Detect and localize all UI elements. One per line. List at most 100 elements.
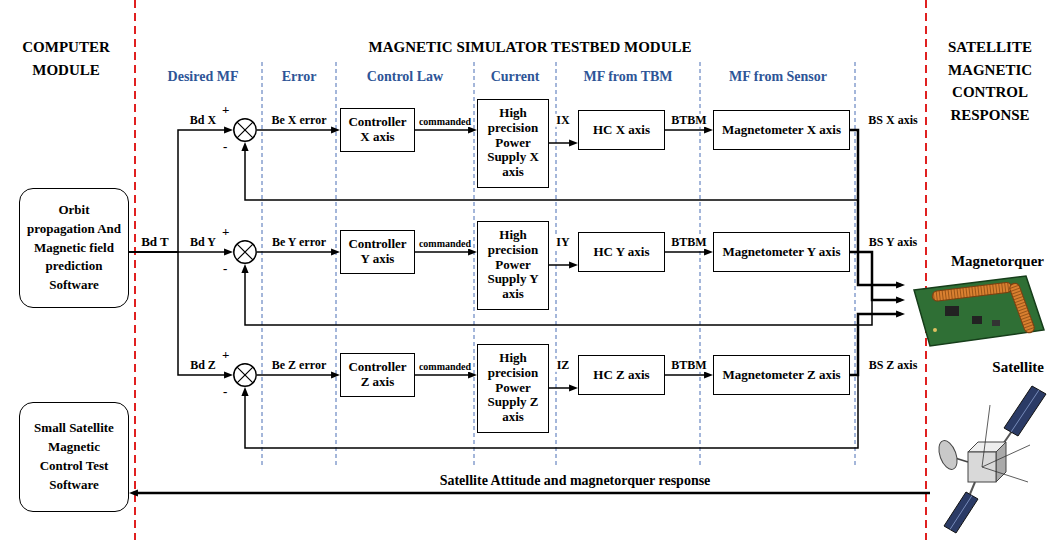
column-divider (855, 62, 856, 465)
signal-label: Be X error (269, 114, 328, 127)
signal-label: Bd Y (188, 236, 218, 249)
controller-box: Controller Y axis (340, 230, 415, 274)
body-axis (982, 445, 1030, 467)
satellite-node: Satellite (930, 358, 1048, 536)
signal-line (665, 251, 709, 253)
signal-label: commanded (417, 361, 473, 372)
software-box: Small Satellite Magnetic Control Test So… (19, 402, 129, 512)
signal-label: Bd T (141, 235, 169, 249)
signal-line (257, 129, 336, 131)
summing-circle (234, 119, 256, 141)
coil-box: HC X axis (578, 110, 665, 150)
signal-label: Bd Z (188, 359, 218, 372)
signal-line (850, 252, 901, 300)
software-box: Orbit propagation And Magnetic field pre… (19, 188, 129, 308)
module-divider (925, 0, 927, 540)
magnetometer-box: Magnetometer X axis (713, 110, 850, 150)
signal-label: BS Z axis (867, 359, 920, 372)
sign-text: + (222, 225, 229, 238)
column-divider (336, 62, 337, 465)
module-divider (135, 0, 926, 540)
box-text: Small Satellite Magnetic Control Test So… (26, 419, 122, 494)
column-heading: MF from Sensor (729, 66, 827, 87)
chip (945, 306, 959, 316)
signal-line (415, 129, 473, 131)
summing-junction: +- (233, 118, 257, 142)
signal-line (415, 374, 473, 376)
box-text: High precision Power Supply Z axis (484, 351, 542, 426)
box-text: High precision Power Supply Y axis (484, 228, 542, 303)
signal-line (549, 264, 574, 266)
box-text: High precision Power Supply X axis (484, 106, 542, 181)
sign-text: + (222, 103, 229, 116)
signal-line (257, 374, 336, 376)
box-text: HC X axis (593, 123, 650, 138)
signal-label: commanded (417, 238, 473, 249)
column-divider (262, 62, 855, 465)
signal-label: commanded (417, 116, 473, 127)
signal-label: Be Z error (270, 359, 328, 372)
controller-box: Controller Z axis (340, 353, 415, 397)
box-text: Magnetometer X axis (722, 123, 841, 138)
box-text: Magnetometer Y axis (723, 245, 841, 260)
box-text: HC Z axis (593, 368, 649, 383)
summing-circle (233, 240, 257, 264)
picture-caption: Satellite (992, 358, 1044, 376)
box-text: Controller Z axis (347, 360, 408, 390)
coil (1008, 282, 1035, 334)
signal-line (549, 142, 574, 144)
summing-cross (237, 244, 253, 260)
signal-line (665, 374, 709, 376)
power-supply-box: High precision Power Supply Z axis (477, 344, 549, 433)
module-divider (134, 0, 136, 540)
signal-label: Bd X (188, 114, 218, 127)
summing-cross (237, 367, 253, 383)
body-axis (982, 467, 1028, 482)
module-heading: MAGNETIC SIMULATOR TESTBED MODULE (369, 36, 692, 59)
summing-circle (234, 241, 256, 263)
signal-label: BTBM (669, 359, 708, 372)
satellite-body (996, 442, 1006, 482)
magnetorquer-picture (914, 276, 1044, 346)
column-heading: Control Law (367, 66, 443, 87)
summing-cross (237, 122, 253, 138)
column-heading: Current (491, 66, 540, 87)
solar-panel (1004, 386, 1046, 436)
column-heading: Error (282, 66, 317, 87)
magnetometer-box: Magnetometer Y axis (713, 232, 850, 272)
panel-grid (950, 496, 972, 530)
coil-box: HC Z axis (578, 355, 665, 395)
strut (970, 482, 975, 494)
pad (933, 328, 937, 332)
column-divider (474, 62, 475, 465)
signal-label: BTBM (669, 236, 708, 249)
summing-junction: +- (233, 240, 257, 264)
power-supply-box: High precision Power Supply X axis (477, 99, 549, 188)
box-text: Controller Y axis (347, 237, 408, 267)
signal-label: Satellite Attitude and magnetorquer resp… (438, 473, 713, 488)
signal-line (665, 129, 709, 131)
signal-label: BS X axis (866, 114, 919, 127)
power-supply-box: High precision Power Supply Y axis (477, 221, 549, 310)
box-text: Controller X axis (347, 115, 408, 145)
signal-line (129, 130, 229, 252)
coil (932, 282, 1013, 302)
signal-label: IX (554, 114, 571, 127)
signal-label: BS Y axis (867, 236, 919, 249)
magnetorquer-node: Magnetorquer (905, 252, 1048, 348)
box-text: Magnetometer Z axis (722, 368, 840, 383)
sign-text: + (222, 348, 229, 361)
body-axis (982, 405, 990, 467)
antenna-dish (935, 438, 960, 472)
chip (992, 320, 1000, 326)
column-heading: MF from TBM (583, 66, 672, 87)
signal-line (850, 130, 901, 285)
column-divider (262, 62, 263, 465)
module-heading: SATELLITE MAGNETIC CONTROL RESPONSE (932, 36, 1048, 126)
column-heading: Desired MF (168, 66, 239, 87)
magnetometer-box: Magnetometer Z axis (713, 355, 850, 395)
summing-circle (233, 363, 257, 387)
signal-label: Be Y error (270, 236, 328, 249)
summing-circle (234, 364, 256, 386)
